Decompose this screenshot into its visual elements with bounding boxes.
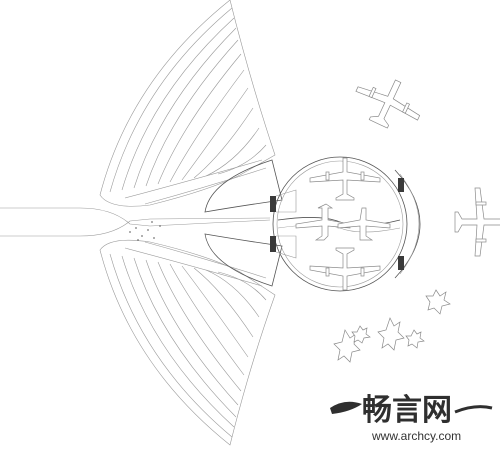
aircraft-outside-top: [355, 79, 421, 129]
aircraft-middle: [295, 203, 391, 241]
watermark: 畅言网 www.archcy.com: [330, 393, 493, 443]
watermark-tail: [454, 405, 493, 414]
lower-canopy: [99, 233, 283, 446]
approach-road: [0, 207, 271, 237]
watermark-swoosh-icon: [330, 401, 362, 414]
watermark-brand: 畅言网: [362, 393, 452, 428]
core-right-bottom: [398, 256, 404, 270]
core-right-top: [398, 178, 404, 192]
watermark-url: www.archcy.com: [371, 429, 461, 443]
entry-plaza-dots: [129, 221, 161, 241]
core-left-bottom: [270, 236, 276, 252]
aircraft-lower: [309, 247, 381, 291]
aircraft-group: [295, 157, 391, 291]
upper-canopy: [99, 0, 283, 213]
aircraft-upper: [309, 157, 381, 201]
core-left-top: [270, 196, 276, 212]
trees: [333, 289, 451, 363]
aircraft-outside-right: [454, 187, 500, 257]
